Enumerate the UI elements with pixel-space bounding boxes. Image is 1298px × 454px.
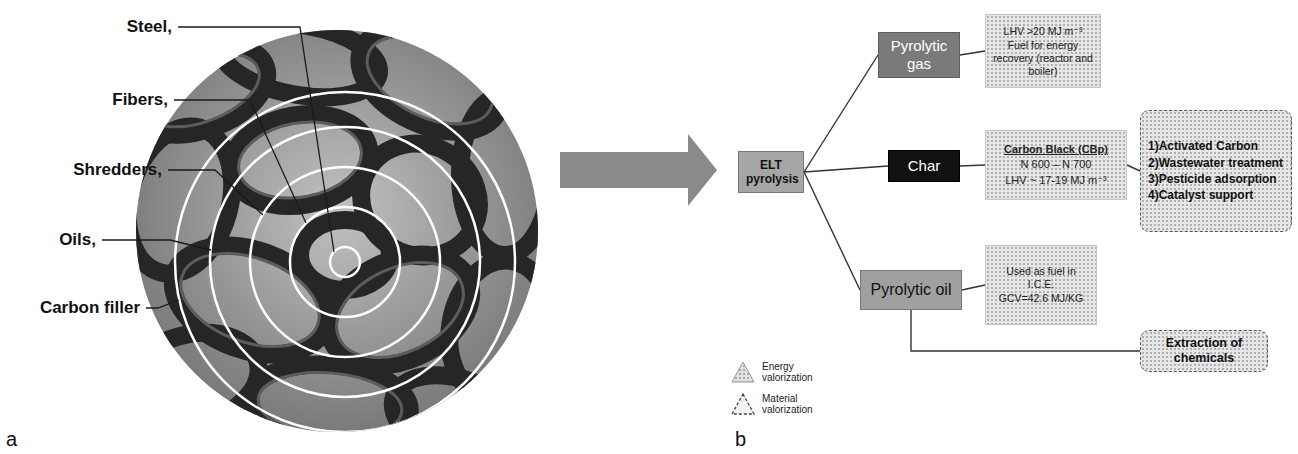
node-text: ELT pyrolysis	[746, 158, 796, 187]
node-text: Char	[896, 157, 952, 175]
legend-text: Energy valorization	[762, 361, 826, 384]
node-text: 1)Activated Carbon	[1148, 139, 1284, 153]
panel-letter: b	[735, 427, 746, 451]
node-text: Pyrolytic gas	[886, 37, 952, 73]
node-text: Carbon Black (CBp)	[993, 143, 1119, 156]
node-text: 4)Catalyst support	[1148, 188, 1284, 202]
legend-triangle	[732, 362, 754, 382]
legend-swatch	[730, 392, 756, 416]
node-text: Used as fuel in I.C.E.	[993, 265, 1089, 290]
legend-entry: Material valorization	[730, 392, 826, 416]
node-text: LHV >20 MJ m⁻³	[993, 25, 1093, 38]
legend-swatch	[730, 360, 756, 384]
energy-info-box: Used as fuel in I.C.E. GCV=42.6 MJ/KG	[985, 245, 1097, 325]
component-label: Carbon filler	[40, 298, 140, 318]
product-box: Char	[888, 150, 960, 182]
node-text: Extraction of chemicals	[1148, 336, 1260, 366]
connector-line	[962, 285, 985, 290]
process-arrow	[560, 134, 717, 206]
legend-triangle	[732, 394, 754, 414]
component-label: Shredders,	[73, 160, 162, 180]
panel-letter: a	[6, 427, 17, 451]
node-text: 3)Pesticide adsorption	[1148, 172, 1284, 186]
material-use-box: 1)Activated Carbon 2)Wastewater treatment…	[1140, 110, 1292, 232]
node-text: Fuel for energy recovery (reactor and bo…	[993, 39, 1093, 77]
connector-line	[804, 172, 860, 290]
node-text: GCV=42.6 MJ/KG	[993, 292, 1089, 305]
product-box: Pyrolytic gas	[878, 32, 960, 78]
connector-line	[960, 165, 985, 166]
connector-line	[1127, 165, 1140, 171]
layer-rings	[175, 92, 515, 432]
node-text: LHV ~ 17-19 MJ m⁻³	[993, 174, 1119, 187]
energy-info-box: Carbon Black (CBp) N 600 – N 700LHV ~ 17-…	[985, 130, 1127, 200]
component-label: Oils,	[59, 230, 96, 250]
product-box: Pyrolytic oil	[860, 270, 962, 310]
connector-line	[960, 51, 985, 55]
node-text: 2)Wastewater treatment	[1148, 156, 1284, 170]
legend-entry: Energy valorization	[730, 360, 826, 384]
energy-info-box: LHV >20 MJ m⁻³Fuel for energy recovery (…	[985, 14, 1101, 88]
node-text: N 600 – N 700	[993, 158, 1119, 171]
process-box: ELT pyrolysis	[738, 151, 804, 193]
component-label: Steel,	[127, 17, 172, 37]
tire-photo	[111, 8, 562, 454]
connector-line	[804, 55, 878, 172]
connector-line	[804, 166, 888, 172]
node-text: Pyrolytic oil	[868, 280, 954, 299]
component-label: Fibers,	[112, 90, 168, 110]
material-use-box: Extraction of chemicals	[1140, 330, 1268, 372]
legend-text: Material valorization	[762, 393, 826, 416]
